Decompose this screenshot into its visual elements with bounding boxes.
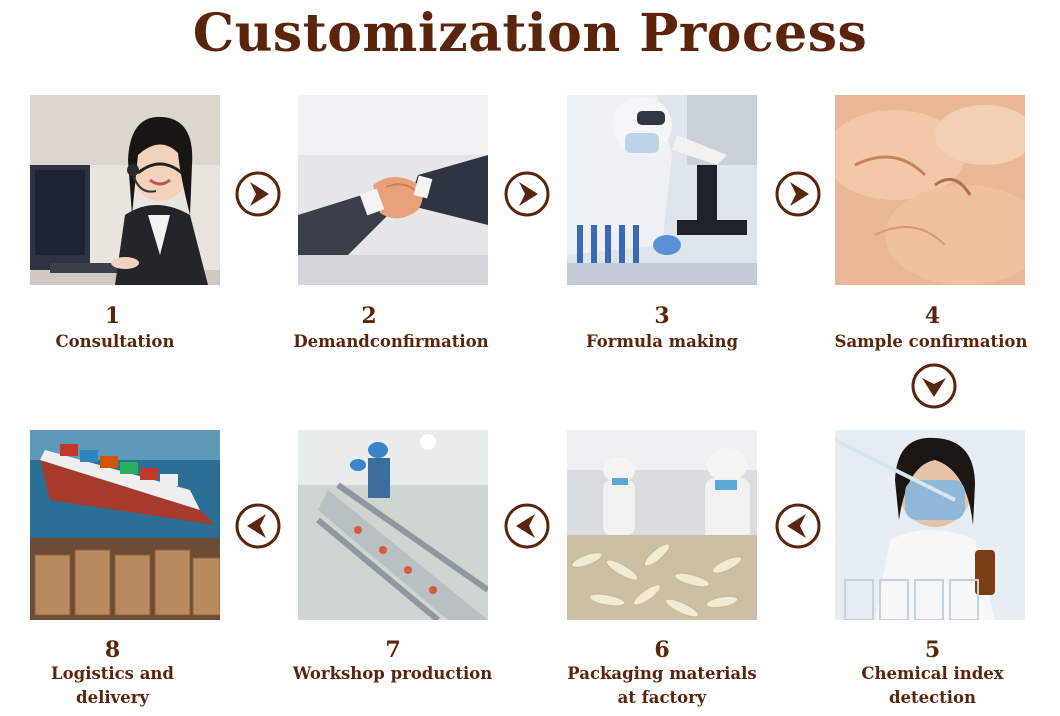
factory-workers-processing-photo [567,430,757,620]
meat-sample-photo [835,95,1025,285]
step-label: Sample confirmation [834,332,1028,351]
arrow-right-icon [503,170,551,218]
step-number: 6 [654,637,670,663]
cargo-ship-warehouse-photo [30,430,220,620]
step-label: Packaging materials at factory [567,664,757,707]
step-label: Chemical index detection [861,664,1004,707]
production-line-photo [298,430,488,620]
step-label: Workshop production [292,664,493,683]
step-number: 1 [104,303,121,329]
arrow-right-icon [234,170,282,218]
step-number: 3 [654,303,670,329]
step-number: 2 [361,303,377,329]
arrow-left-icon [774,502,822,550]
lab-technician-pipette-photo [835,430,1025,620]
step-label: Consultation [55,332,175,351]
step-label: Logistics and delivery [51,664,174,707]
step-number: 5 [924,637,941,663]
handshake-photo [298,95,488,285]
arrow-right-icon [774,170,822,218]
arrow-left-icon [503,502,551,550]
step-number: 8 [104,637,121,663]
arrow-left-icon [234,502,282,550]
step-number: 7 [385,637,401,663]
step-number: 4 [924,303,941,329]
arrow-down-icon [910,362,958,410]
step-label: Formula making [585,332,739,351]
page-title: Customization Process [192,3,868,64]
lab-microscope-photo [567,95,757,285]
customer-service-agent-photo [30,95,220,285]
step-label: Demandconfirmation [293,332,489,351]
